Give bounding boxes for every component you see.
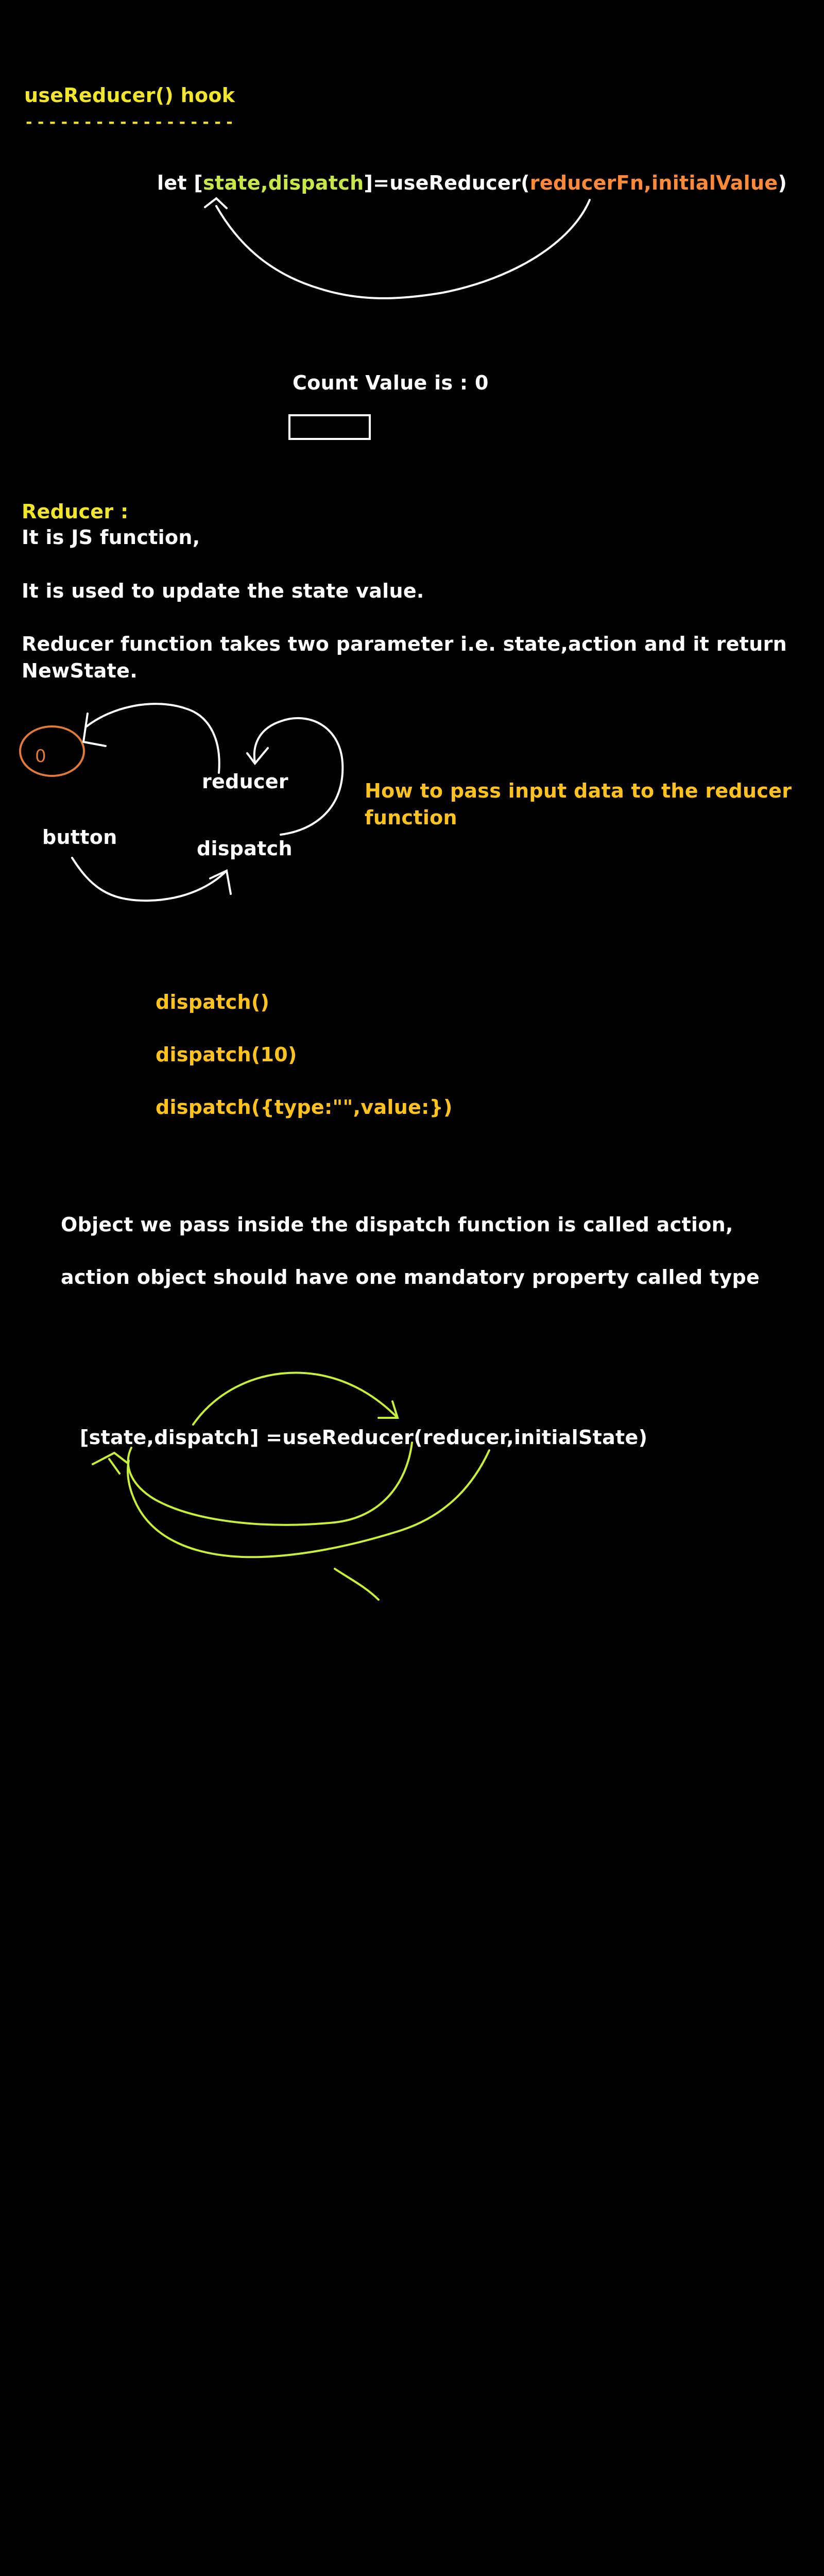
title-underline: - - - - - - - - - - - - - - - - - -	[26, 113, 233, 131]
dispatch-label: dispatch	[197, 837, 293, 860]
second-syntax-line: [state,dispatch] =useReducer(reducer,ini…	[80, 1426, 648, 1449]
button-label: button	[42, 826, 117, 849]
dispatch-example-1: dispatch()	[156, 991, 270, 1013]
syntax-prefix: let [	[157, 172, 203, 194]
lime-arrowhead-left	[92, 1451, 129, 1475]
reducer-arrowhead	[246, 747, 269, 766]
syntax-comma-2: ,	[644, 172, 652, 194]
syntax-comma: ,	[260, 172, 268, 194]
circle-arrowhead	[82, 713, 107, 747]
syntax-suffix: )	[778, 172, 787, 194]
state-circle-value: 0	[35, 746, 46, 767]
syntax-middle: ]=useReducer(	[364, 172, 530, 194]
lime-small-tick	[334, 1568, 380, 1601]
syntax-state: state	[203, 172, 261, 194]
lime-top-arrowhead	[377, 1400, 399, 1419]
reducer-label: reducer	[202, 770, 288, 793]
question-line-1: How to pass input data to the reducer	[365, 779, 792, 802]
reducer-line-3a: Reducer function takes two parameter i.e…	[22, 633, 787, 655]
reducer-line-1: It is JS function,	[22, 526, 200, 549]
syntax-line: let [state,dispatch]=useReducer(reducerF…	[157, 170, 787, 196]
page-title: useReducer() hook	[24, 84, 235, 107]
syntax-reducer-fn: reducerFn	[529, 172, 644, 194]
syntax-initial-value: initialValue	[651, 172, 778, 194]
dispatch-arrowhead	[209, 869, 232, 895]
count-value-label: Count Value is : 0	[293, 371, 489, 394]
counter-input-box[interactable]	[288, 414, 371, 440]
state-circle-icon	[19, 725, 85, 777]
lime-inner-arc	[127, 1442, 413, 1526]
action-note-1: Object we pass inside the dispatch funct…	[61, 1213, 733, 1236]
lime-outer-arc	[127, 1449, 490, 1558]
reducer-line-2: It is used to update the state value.	[22, 580, 424, 602]
action-note-2: action object should have one mandatory …	[61, 1266, 760, 1289]
lime-top-arc	[192, 1371, 398, 1426]
circle-to-reducer-curve	[85, 703, 220, 774]
syntax-arrowhead	[204, 197, 228, 209]
reducer-title: Reducer :	[22, 500, 129, 523]
button-to-dispatch-curve	[71, 857, 228, 902]
dispatch-example-2: dispatch(10)	[156, 1043, 297, 1066]
syntax-dispatch: dispatch	[268, 172, 364, 194]
dispatch-example-3: dispatch({type:"",value:})	[156, 1096, 453, 1118]
reducer-line-3b: NewState.	[22, 659, 138, 682]
syntax-curve-arrow	[215, 199, 591, 299]
question-line-2: function	[365, 806, 457, 829]
